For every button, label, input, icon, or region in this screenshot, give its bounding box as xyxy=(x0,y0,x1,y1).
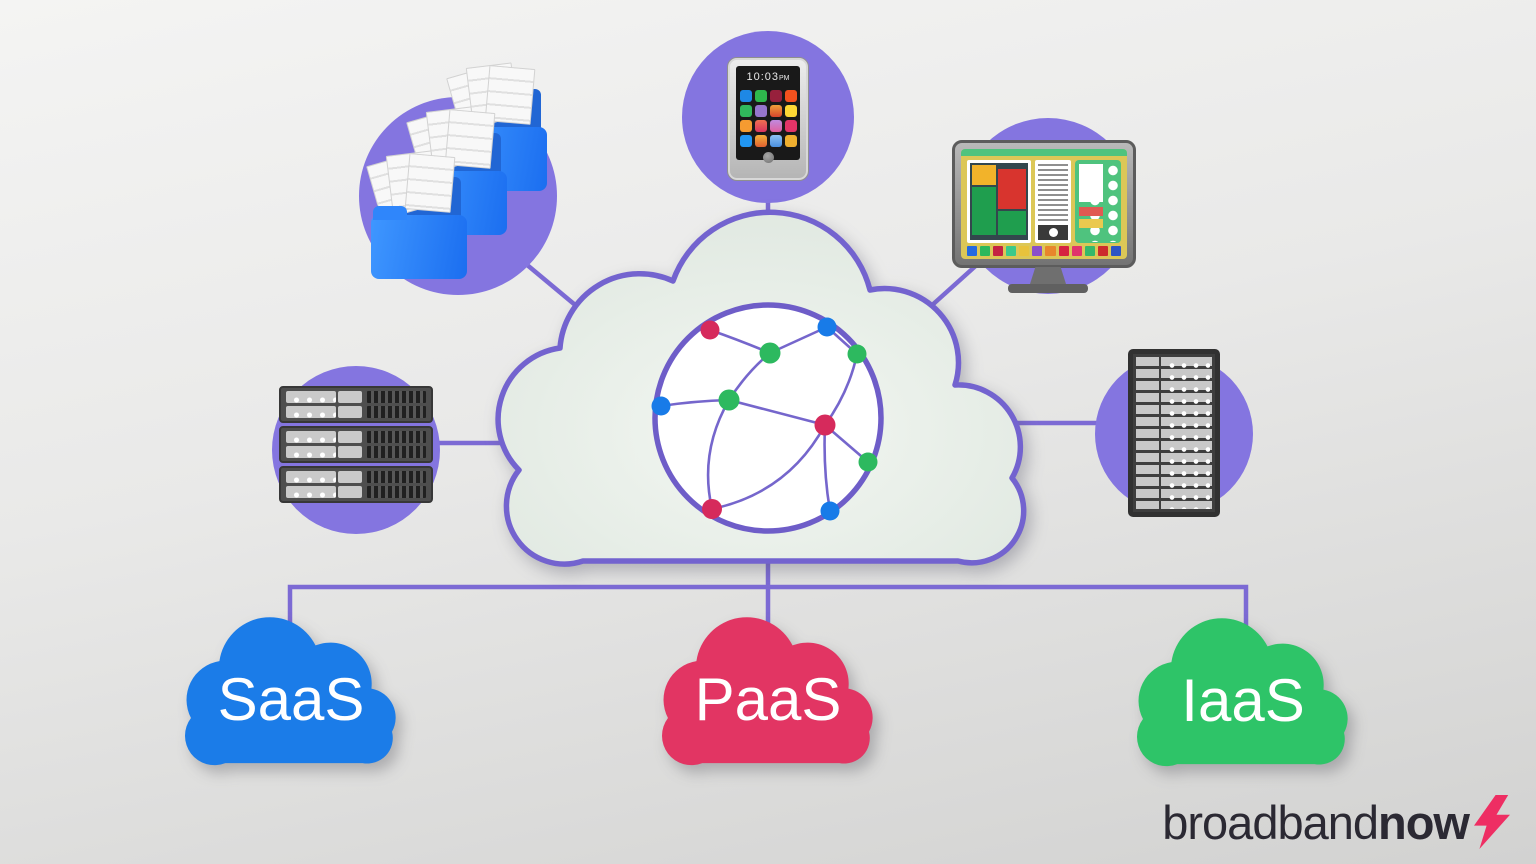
monitor-base xyxy=(1008,284,1088,293)
smartphone-icon: 10:03PM xyxy=(727,57,809,181)
paas-cloud: PaaS xyxy=(655,616,881,768)
saas-cloud: SaaS xyxy=(178,616,404,768)
lightning-bolt-icon xyxy=(1474,795,1510,849)
logo-text-regular: broadband xyxy=(1162,795,1379,849)
paas-cloud-shape xyxy=(661,617,873,766)
server-stack-device xyxy=(272,366,440,534)
server-rack-device xyxy=(1095,349,1253,517)
barcode-panel xyxy=(1035,160,1071,243)
iaas-label: IaaS xyxy=(1181,666,1305,734)
logo-text-bold: now xyxy=(1378,795,1470,849)
phone-clock: 10:03PM xyxy=(746,71,790,83)
iaas-cloud-shape xyxy=(1136,618,1348,767)
monitor-screen xyxy=(961,149,1127,259)
iaas-cloud: IaaS xyxy=(1130,617,1356,769)
desktop-monitor-device xyxy=(952,118,1136,294)
smartphone-device: 10:03PM xyxy=(682,31,854,203)
paas-label: PaaS xyxy=(694,665,842,733)
saas-label: SaaS xyxy=(217,665,365,733)
saas-cloud-shape xyxy=(184,617,396,766)
color-swatch-row xyxy=(967,246,1121,256)
server-rack-icon xyxy=(1128,349,1220,517)
monitor-icon xyxy=(952,140,1136,268)
design-panel xyxy=(967,160,1031,243)
server-stack-icon xyxy=(279,386,433,506)
phone-app-grid xyxy=(736,90,800,147)
file-folders-device xyxy=(359,62,557,295)
phone-home-button xyxy=(762,152,774,163)
phone-screen: 10:03PM xyxy=(736,66,800,163)
monitor-stand xyxy=(1030,267,1066,284)
controls-panel xyxy=(1075,160,1121,243)
